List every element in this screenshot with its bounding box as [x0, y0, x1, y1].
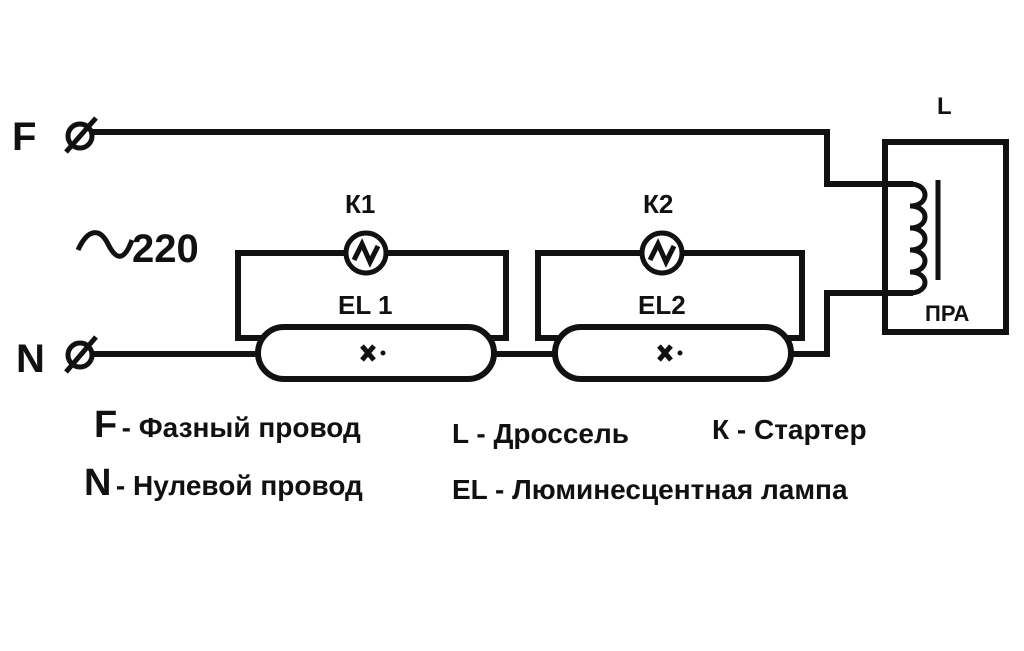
phase-wire — [91, 129, 913, 187]
starter-k2-wire — [535, 250, 805, 341]
phase-terminal-label: F — [12, 115, 36, 159]
lamp-el1-label: EL 1 — [338, 290, 392, 320]
legend-neutral-symbol: N — [84, 462, 112, 504]
starter-k1-wire — [235, 250, 509, 341]
legend-lamp: EL - Люминесцентная лампа — [452, 474, 848, 506]
legend-choke-text: L - Дроссель — [452, 418, 629, 449]
lamp-el1 — [255, 324, 497, 382]
starter-k2-label: К2 — [643, 189, 673, 219]
legend-choke: L - Дроссель — [452, 418, 629, 450]
legend-phase-symbol: F — [94, 404, 118, 446]
neutral-terminal-label: N — [16, 337, 45, 381]
legend-lamp-text: EL - Люминесцентная лампа — [452, 474, 848, 505]
legend-phase-text: - Фазный провод — [121, 412, 361, 443]
phase-terminal-icon — [64, 116, 98, 154]
lamp-el2-label: EL2 — [638, 290, 686, 320]
legend-phase: F - Фазный провод — [94, 404, 361, 447]
choke-box — [882, 139, 1009, 335]
ac-tilde-icon — [75, 230, 135, 259]
legend-neutral-text: - Нулевой провод — [115, 470, 363, 501]
choke-coil-icon — [909, 180, 941, 296]
legend-starter: К - Стартер — [712, 414, 867, 446]
choke-label: L — [937, 93, 952, 120]
starter-k1-label: К1 — [345, 189, 375, 219]
legend-starter-text: К - Стартер — [712, 414, 867, 445]
return-wire — [788, 290, 913, 357]
lamp-el2 — [552, 324, 794, 382]
ballast-label: ПРА — [925, 301, 970, 326]
lamp-el1-cross-icon — [360, 344, 386, 362]
lamp-el2-cross-icon — [657, 344, 683, 362]
starter-k1-icon — [343, 230, 389, 276]
voltage-label: 220 — [132, 227, 199, 271]
legend-neutral: N - Нулевой провод — [84, 462, 363, 505]
starter-k2-icon — [639, 230, 685, 276]
